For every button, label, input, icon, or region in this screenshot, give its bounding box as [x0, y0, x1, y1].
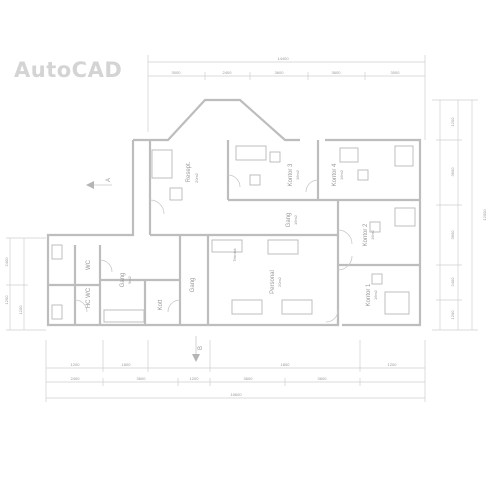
- dim-top-3: 3600: [275, 70, 285, 75]
- dim-right-5: 1200: [450, 310, 455, 320]
- room-name-kontor-2: Kontor 2: [363, 223, 369, 246]
- table-personal-3: [267, 239, 299, 255]
- room-name-teknisk: Teknisk: [232, 248, 237, 261]
- dim-top-2: 2400: [223, 70, 233, 75]
- room-name-wc: WC: [86, 259, 92, 270]
- dim-bottom-total: 15600: [230, 392, 242, 397]
- room-area-kontor-4: 16m2: [339, 169, 344, 180]
- dim-bottom1-2: 1800: [122, 362, 132, 367]
- kitchen-counter: [211, 239, 243, 253]
- dim-right-3: 3600: [450, 230, 455, 240]
- room-name-kott: Kott: [158, 299, 164, 310]
- dim-bottom2-4: 3600: [244, 376, 254, 381]
- section-marker-a: A: [106, 178, 112, 182]
- hc-wc-toilet: [51, 304, 63, 320]
- room-area-personal: 20m2: [277, 276, 282, 287]
- dim-bottom1-3: 1800: [281, 362, 291, 367]
- reception-desk: [151, 149, 173, 179]
- dim-bottom2-3: 1200: [190, 376, 200, 381]
- dim-right-total: 12000: [482, 209, 487, 221]
- dim-top-1: 3000: [172, 70, 182, 75]
- dimension-texts: 14400 3000 2400 3600 3600 3000 1200 1800…: [4, 56, 487, 397]
- section-markers: A B: [86, 178, 204, 362]
- room-name-gang-3: Gang: [120, 273, 126, 288]
- room-labels: Resept. 20m2 Kontor 3 16m2 Kontor 4 16m2…: [86, 161, 378, 310]
- dim-top-total: 14400: [277, 56, 289, 61]
- room-name-kontor-4: Kontor 4: [332, 163, 338, 186]
- dim-left-1: 2400: [4, 257, 9, 267]
- doors: [74, 174, 353, 323]
- dim-left-2: 1200: [4, 295, 9, 305]
- desk-kontor-3: [235, 145, 267, 161]
- dim-right-2: 3600: [450, 167, 455, 177]
- dim-left-3: 1200: [18, 305, 23, 315]
- room-name-kontor-1: Kontor 1: [366, 283, 372, 306]
- dimension-lines: [6, 55, 478, 402]
- room-area-resept: 20m2: [194, 172, 199, 183]
- autocad-logo: AutoCAD: [14, 58, 123, 82]
- dim-top-4: 3600: [332, 70, 342, 75]
- dim-bottom2-1: 2400: [71, 376, 81, 381]
- desk-kontor-2: [394, 207, 416, 227]
- dim-top-5: 3000: [391, 70, 401, 75]
- dim-right-4: 2400: [450, 277, 455, 287]
- dim-bottom2-2: 3600: [137, 376, 147, 381]
- reception-chair: [169, 187, 183, 201]
- furniture: [51, 145, 416, 323]
- desk-kontor-1: [384, 291, 410, 315]
- walls: [46, 98, 422, 327]
- dim-bottom2-5: 3600: [318, 376, 328, 381]
- room-area-kontor-1: 16m2: [373, 289, 378, 300]
- dim-bottom1-1: 1200: [71, 362, 81, 367]
- wc-toilet: [51, 244, 63, 260]
- room-name-hc-wc: HC WC: [86, 287, 92, 308]
- room-area-kontor-3: 16m2: [295, 169, 300, 180]
- table-personal-1: [231, 299, 263, 315]
- room-name-gang-1: Gang: [286, 213, 292, 228]
- table-personal-2: [281, 299, 313, 315]
- dim-right-1: 1200: [450, 117, 455, 127]
- room-name-personal: Personal: [270, 270, 276, 294]
- bench: [103, 309, 145, 323]
- desk-kontor-4: [339, 147, 359, 163]
- section-marker-b: B: [198, 346, 204, 350]
- room-area-gang-3: 9m2: [127, 275, 132, 284]
- room-area-gang-1: 16m2: [293, 214, 298, 225]
- room-area-kontor-2: 16m2: [370, 229, 375, 240]
- room-name-gang-2: Gang: [190, 278, 196, 293]
- dim-bottom1-4: 1200: [388, 362, 398, 367]
- room-name-resept: Resept.: [186, 161, 192, 182]
- room-name-kontor-3: Kontor 3: [288, 163, 294, 186]
